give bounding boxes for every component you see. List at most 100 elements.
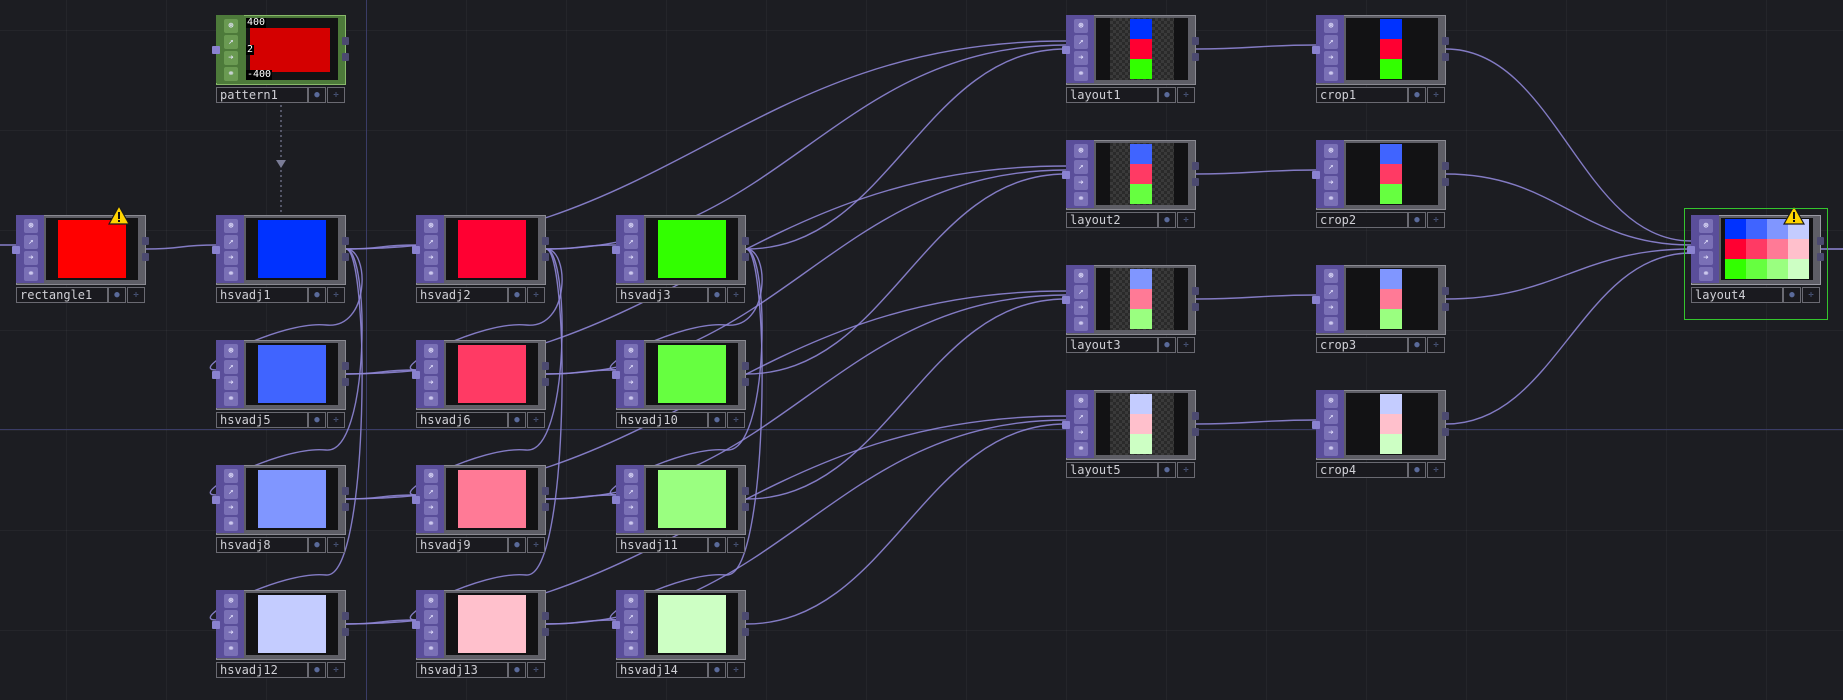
viewer-toggle-icon[interactable]: ● xyxy=(308,412,326,428)
output-connector[interactable] xyxy=(1817,253,1824,261)
lock-flag-icon[interactable]: ➔ xyxy=(1074,176,1088,190)
add-node-icon[interactable]: ✛ xyxy=(1177,337,1195,353)
display-flag-icon[interactable]: ⚭ xyxy=(624,267,638,281)
input-connector[interactable] xyxy=(612,496,620,504)
display-flag-icon[interactable]: ⚭ xyxy=(1074,192,1088,206)
display-flag-icon[interactable]: ⚭ xyxy=(224,267,238,281)
output-connector[interactable] xyxy=(142,253,149,261)
viewer-toggle-icon[interactable]: ● xyxy=(308,537,326,553)
display-flag-icon[interactable]: ⚭ xyxy=(424,392,438,406)
node-name-field[interactable]: crop1 xyxy=(1316,87,1408,103)
display-flag-icon[interactable]: ⚭ xyxy=(1324,192,1338,206)
viewer-flag-icon[interactable]: ⊛ xyxy=(1324,269,1338,283)
output-connector[interactable] xyxy=(342,237,349,245)
node-hsvadj9[interactable]: ⊛↗➔⚭hsvadj9●✛ xyxy=(412,465,549,553)
viewer-toggle-icon[interactable]: ● xyxy=(708,412,726,428)
output-connector[interactable] xyxy=(542,503,549,511)
output-connector[interactable] xyxy=(1442,303,1449,311)
output-connector[interactable] xyxy=(1192,178,1199,186)
viewer-flag-icon[interactable]: ⊛ xyxy=(624,219,638,233)
output-connector[interactable] xyxy=(1192,287,1199,295)
bypass-flag-icon[interactable]: ↗ xyxy=(1324,160,1338,174)
input-connector[interactable] xyxy=(212,371,220,379)
output-connector[interactable] xyxy=(142,237,149,245)
wire-crop3-layout4[interactable] xyxy=(1445,248,1692,300)
output-connector[interactable] xyxy=(1442,287,1449,295)
bypass-flag-icon[interactable]: ↗ xyxy=(1324,35,1338,49)
lock-flag-icon[interactable]: ➔ xyxy=(1324,176,1338,190)
node-name-field[interactable]: hsvadj9 xyxy=(416,537,508,553)
add-node-icon[interactable]: ✛ xyxy=(327,287,345,303)
node-name-field[interactable]: hsvadj2 xyxy=(416,287,508,303)
bypass-flag-icon[interactable]: ↗ xyxy=(424,610,438,624)
output-connector[interactable] xyxy=(742,503,749,511)
node-name-field[interactable]: hsvadj11 xyxy=(616,537,708,553)
add-node-icon[interactable]: ✛ xyxy=(1802,287,1820,303)
node-name-field[interactable]: crop4 xyxy=(1316,462,1408,478)
viewer-flag-icon[interactable]: ⊛ xyxy=(224,594,238,608)
viewer-toggle-icon[interactable]: ● xyxy=(1158,87,1176,103)
viewer-toggle-icon[interactable]: ● xyxy=(308,87,326,103)
add-node-icon[interactable]: ✛ xyxy=(1177,212,1195,228)
add-node-icon[interactable]: ✛ xyxy=(527,662,545,678)
viewer-toggle-icon[interactable]: ● xyxy=(508,287,526,303)
viewer-toggle-icon[interactable]: ● xyxy=(508,537,526,553)
bypass-flag-icon[interactable]: ↗ xyxy=(624,360,638,374)
display-flag-icon[interactable]: ⚭ xyxy=(424,642,438,656)
add-node-icon[interactable]: ✛ xyxy=(1427,87,1445,103)
lock-flag-icon[interactable]: ➔ xyxy=(1074,301,1088,315)
viewer-flag-icon[interactable]: ⊛ xyxy=(24,219,38,233)
add-node-icon[interactable]: ✛ xyxy=(327,662,345,678)
node-layout3[interactable]: ⊛↗➔⚭layout3●✛ xyxy=(1062,265,1199,353)
node-name-field[interactable]: hsvadj6 xyxy=(416,412,508,428)
wire-layout1-crop1[interactable] xyxy=(1195,44,1317,50)
input-connector[interactable] xyxy=(212,46,220,54)
viewer-flag-icon[interactable]: ⊛ xyxy=(224,344,238,358)
add-node-icon[interactable]: ✛ xyxy=(1177,462,1195,478)
add-node-icon[interactable]: ✛ xyxy=(727,287,745,303)
display-flag-icon[interactable]: ⚭ xyxy=(624,517,638,531)
viewer-flag-icon[interactable]: ⊛ xyxy=(1699,219,1713,233)
viewer-toggle-icon[interactable]: ● xyxy=(1408,337,1426,353)
output-connector[interactable] xyxy=(1442,162,1449,170)
input-connector[interactable] xyxy=(612,621,620,629)
wire-layout2-crop2[interactable] xyxy=(1195,169,1317,175)
node-name-field[interactable]: hsvadj5 xyxy=(216,412,308,428)
display-flag-icon[interactable]: ⚭ xyxy=(1324,67,1338,81)
bypass-flag-icon[interactable]: ↗ xyxy=(624,485,638,499)
lock-flag-icon[interactable]: ➔ xyxy=(424,626,438,640)
lock-flag-icon[interactable]: ➔ xyxy=(1074,51,1088,65)
output-connector[interactable] xyxy=(542,628,549,636)
bypass-flag-icon[interactable]: ↗ xyxy=(24,235,38,249)
wire-rectangle1-hsvadj1[interactable] xyxy=(145,244,217,250)
add-node-icon[interactable]: ✛ xyxy=(527,287,545,303)
output-connector[interactable] xyxy=(1817,237,1824,245)
lock-flag-icon[interactable]: ➔ xyxy=(624,626,638,640)
input-connector[interactable] xyxy=(1312,421,1320,429)
node-hsvadj11[interactable]: ⊛↗➔⚭hsvadj11●✛ xyxy=(612,465,749,553)
warning-triangle-icon[interactable] xyxy=(1783,205,1805,225)
lock-flag-icon[interactable]: ➔ xyxy=(624,251,638,265)
bypass-flag-icon[interactable]: ↗ xyxy=(1074,160,1088,174)
lock-flag-icon[interactable]: ➔ xyxy=(224,51,238,65)
viewer-toggle-icon[interactable]: ● xyxy=(708,287,726,303)
node-hsvadj12[interactable]: ⊛↗➔⚭hsvadj12●✛ xyxy=(212,590,349,678)
display-flag-icon[interactable]: ⚭ xyxy=(424,267,438,281)
output-connector[interactable] xyxy=(542,378,549,386)
wire-hsvadj10-layout2[interactable] xyxy=(745,173,1067,375)
node-name-field[interactable]: hsvadj13 xyxy=(416,662,508,678)
output-connector[interactable] xyxy=(742,487,749,495)
node-name-field[interactable]: layout1 xyxy=(1066,87,1158,103)
lock-flag-icon[interactable]: ➔ xyxy=(624,376,638,390)
output-connector[interactable] xyxy=(1442,428,1449,436)
viewer-toggle-icon[interactable]: ● xyxy=(508,412,526,428)
node-name-field[interactable]: hsvadj14 xyxy=(616,662,708,678)
wire-hsvadj11-layout3[interactable] xyxy=(745,298,1067,500)
node-name-field[interactable]: hsvadj8 xyxy=(216,537,308,553)
input-connector[interactable] xyxy=(212,246,220,254)
viewer-toggle-icon[interactable]: ● xyxy=(708,662,726,678)
output-connector[interactable] xyxy=(1442,53,1449,61)
output-connector[interactable] xyxy=(1192,37,1199,45)
viewer-toggle-icon[interactable]: ● xyxy=(1783,287,1801,303)
